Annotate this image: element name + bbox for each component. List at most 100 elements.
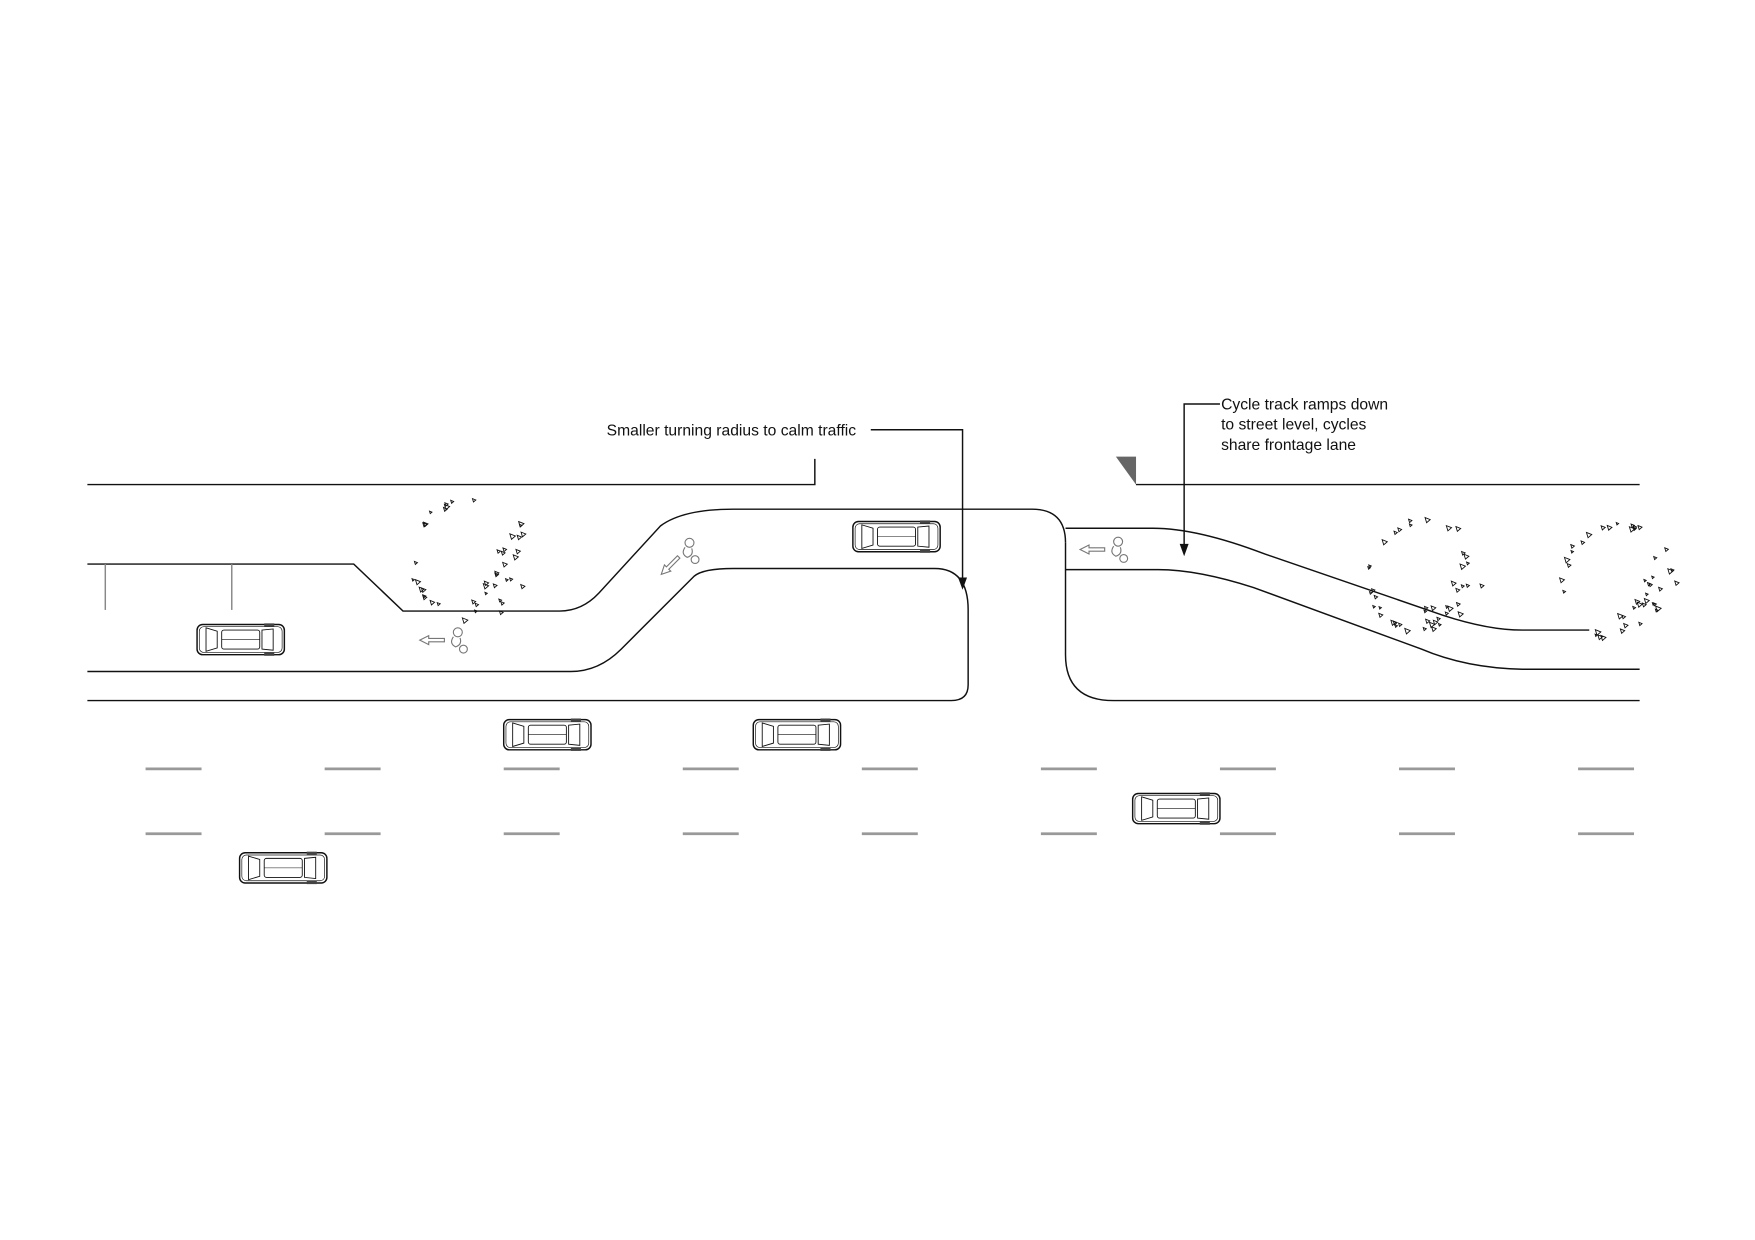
- foliage-mark: [1558, 577, 1566, 584]
- foliage-mark: [1594, 633, 1599, 638]
- foliage-mark: [422, 594, 428, 601]
- tree-icon: [1558, 521, 1680, 642]
- foliage-mark: [1430, 605, 1437, 612]
- foliage-mark: [1643, 578, 1648, 583]
- leader-line-turning: [870, 429, 964, 582]
- foliage-mark: [494, 572, 500, 578]
- foliage-mark: [1393, 530, 1399, 536]
- foliage-mark: [1424, 516, 1432, 524]
- foliage-mark: [1455, 587, 1461, 594]
- annotation-cycle-track-line3: share frontage lane: [1221, 437, 1356, 454]
- foliage-mark: [1397, 527, 1403, 533]
- foliage-mark: [471, 599, 477, 605]
- foliage-mark: [1670, 568, 1675, 573]
- foliage-mark: [1570, 549, 1575, 554]
- trees: [411, 497, 1680, 642]
- foliage-mark: [1378, 612, 1384, 619]
- foliage-mark: [1563, 556, 1571, 564]
- foliage-mark: [1667, 567, 1675, 575]
- foliage-mark: [1423, 609, 1428, 614]
- foliage-mark: [418, 586, 425, 593]
- foliage-mark: [520, 583, 526, 590]
- foliage-mark: [492, 583, 498, 589]
- foliage-mark: [500, 600, 506, 606]
- foliage-mark: [428, 510, 433, 515]
- foliage-mark: [411, 577, 416, 582]
- foliage-mark: [1397, 622, 1403, 628]
- foliage-mark: [1463, 553, 1470, 560]
- car-icon: [1131, 792, 1221, 825]
- cycle-track-upper-edge-left: [87, 508, 1067, 612]
- foliage-mark: [1585, 531, 1593, 539]
- foliage-mark: [1455, 601, 1462, 608]
- foliage-mark: [1654, 605, 1662, 613]
- foliage-mark: [1437, 622, 1442, 627]
- foliage-mark: [512, 554, 520, 561]
- foliage-mark: [1445, 524, 1453, 532]
- foliage-mark: [1404, 627, 1412, 635]
- foliage-mark: [1430, 626, 1438, 633]
- foliage-mark: [494, 570, 500, 577]
- bicycle-icon: [660, 537, 700, 576]
- foliage-mark: [471, 497, 477, 503]
- foliage-mark: [1636, 601, 1644, 608]
- foliage-mark: [1445, 604, 1450, 610]
- foliage-mark: [1621, 614, 1627, 620]
- bicycle-symbols: [418, 536, 1129, 654]
- foliage-mark: [1637, 524, 1643, 531]
- cycle-track-ramp-lower: [1065, 568, 1640, 670]
- direction-arrow-icon: [660, 554, 681, 576]
- foliage-mark: [1651, 575, 1656, 580]
- cars: [196, 520, 1221, 885]
- foliage-mark: [1372, 604, 1377, 609]
- foliage-mark: [1457, 611, 1465, 618]
- foliage-mark: [1606, 524, 1613, 531]
- foliage-mark: [1381, 538, 1389, 546]
- foliage-mark: [1465, 561, 1471, 566]
- lane-markings: [145, 767, 1635, 836]
- foliage-mark: [414, 578, 422, 586]
- foliage-mark: [1422, 626, 1428, 632]
- foliage-mark: [1646, 581, 1652, 587]
- foliage-mark: [1638, 621, 1643, 627]
- kerb-line-left: [87, 567, 969, 702]
- annotation-turning-radius: Smaller turning radius to calm traffic: [607, 422, 857, 439]
- foliage-mark: [502, 547, 508, 553]
- annotation-cycle-track-line1: Cycle track ramps down: [1221, 397, 1388, 414]
- cycle-track-ramp-upper: [1065, 527, 1590, 631]
- foliage-mark: [498, 598, 503, 603]
- foliage-mark: [1428, 621, 1436, 629]
- foliage-mark: [1651, 602, 1656, 606]
- foliage-mark: [483, 580, 490, 587]
- foliage-mark: [1643, 597, 1651, 605]
- foliage-mark: [1390, 619, 1397, 627]
- foliage-mark: [500, 550, 506, 556]
- foliage-mark: [449, 499, 455, 505]
- foliage-mark: [1615, 521, 1620, 526]
- car-icon: [752, 718, 842, 751]
- foliage-mark: [1664, 547, 1670, 553]
- foliage-mark: [1600, 525, 1607, 531]
- foliage-mark: [1632, 605, 1637, 611]
- foliage-mark: [474, 602, 480, 608]
- kerb-line-right: [1064, 542, 1640, 702]
- foliage-mark: [504, 577, 510, 583]
- foliage-mark: [1619, 628, 1626, 635]
- foliage-mark: [509, 533, 517, 541]
- foliage-mark: [473, 609, 479, 614]
- foliage-mark: [1657, 586, 1664, 592]
- car-icon: [502, 718, 592, 751]
- foliage-mark: [1623, 622, 1629, 629]
- foliage-mark: [1444, 611, 1450, 616]
- foliage-mark: [484, 591, 489, 596]
- foliage-mark: [1641, 602, 1648, 608]
- foliage-mark: [498, 610, 505, 616]
- leader-arrowhead: [1179, 543, 1189, 557]
- foliage-mark: [1600, 634, 1607, 642]
- foliage-mark: [516, 534, 523, 541]
- property-line-left: [87, 458, 816, 486]
- foliage-mark: [1580, 540, 1586, 546]
- foliage-mark: [1479, 583, 1485, 589]
- foliage-mark: [1459, 563, 1467, 571]
- car-icon: [238, 851, 328, 885]
